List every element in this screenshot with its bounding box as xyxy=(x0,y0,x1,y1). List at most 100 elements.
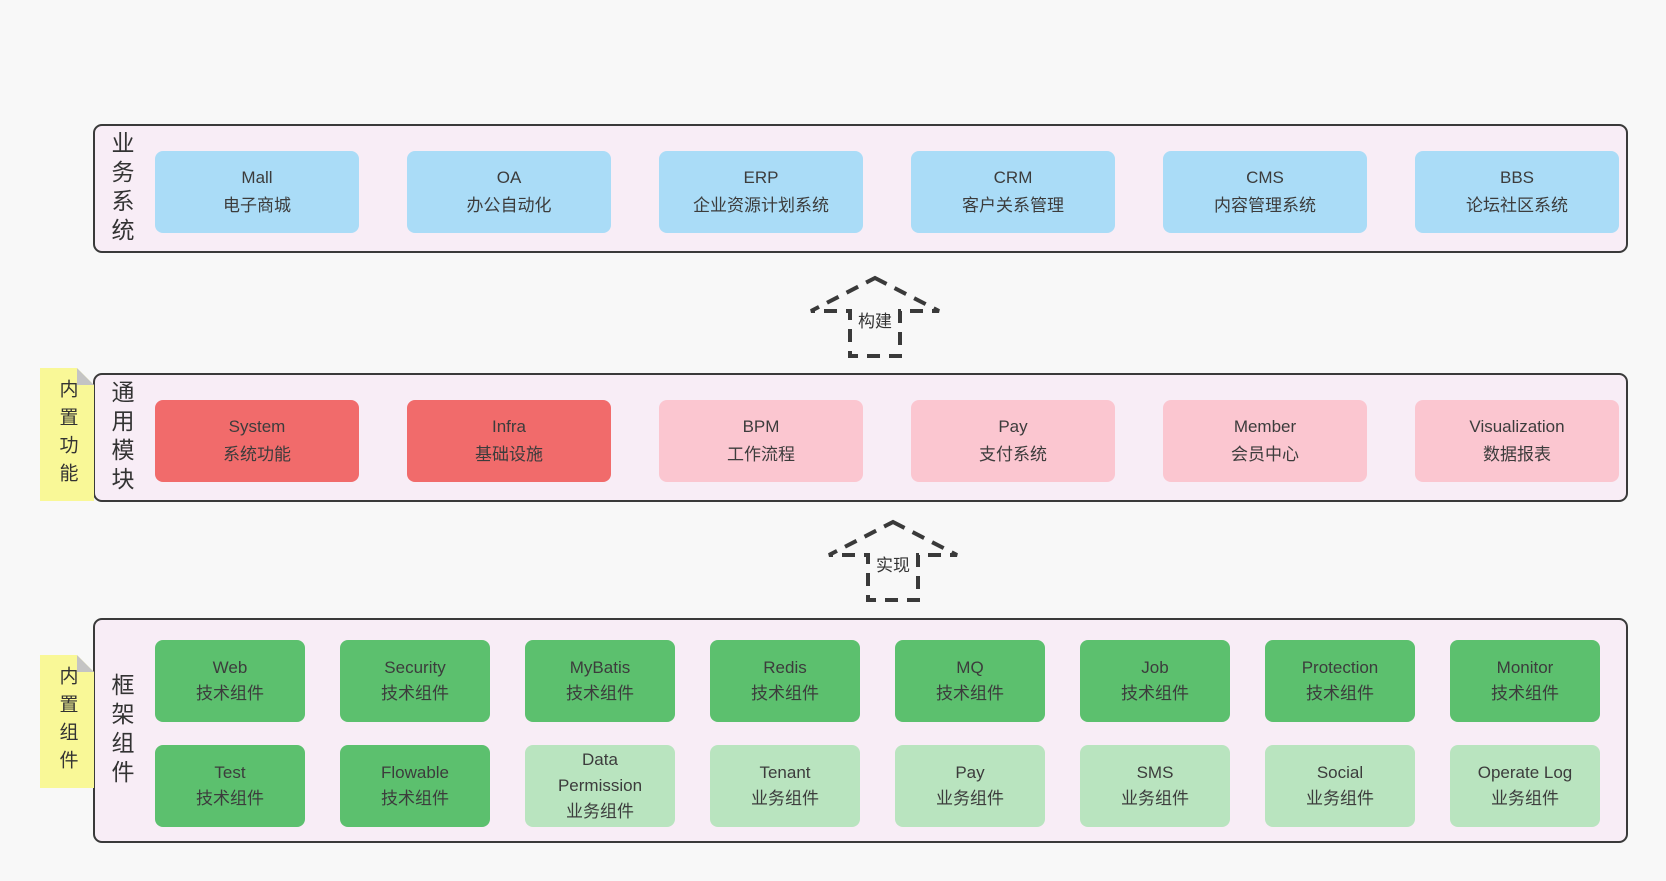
box-subtitle: 技术组件 xyxy=(936,684,1004,703)
box-subtitle: 办公自动化 xyxy=(466,196,552,215)
box-subtitle: 内容管理系统 xyxy=(1214,196,1316,215)
box-subtitle: 技术组件 xyxy=(381,789,449,808)
box-subtitle: 技术组件 xyxy=(1491,684,1559,703)
box-system: System 系统功能 xyxy=(155,400,359,482)
box-subtitle: 业务组件 xyxy=(1306,789,1374,808)
box-title: Job xyxy=(1141,658,1169,677)
layer-modules-side-label: 通用模块 xyxy=(108,379,134,496)
box-subtitle: 支付系统 xyxy=(979,445,1047,464)
box-title: BBS xyxy=(1499,168,1535,187)
box-subtitle: 会员中心 xyxy=(1231,445,1299,464)
box-title: Infra xyxy=(491,417,527,436)
box-title: Visualization xyxy=(1469,417,1565,436)
box-subtitle: 业务组件 xyxy=(566,802,634,821)
box-title: Pay xyxy=(955,763,985,782)
box-subtitle: 业务组件 xyxy=(751,789,819,808)
box-title: Web xyxy=(212,658,248,677)
box-subtitle: 企业资源计划系统 xyxy=(693,196,829,215)
box-subtitle: 技术组件 xyxy=(1121,684,1189,703)
arrow-implement: 实现 xyxy=(826,519,960,603)
box-sms: SMS 业务组件 xyxy=(1080,745,1230,827)
box-title: MQ xyxy=(956,658,984,677)
arrow-build: 构建 xyxy=(808,275,942,359)
box-member: Member 会员中心 xyxy=(1163,400,1367,482)
box-title: Member xyxy=(1233,417,1297,436)
box-oa: OA 办公自动化 xyxy=(407,151,611,233)
box-subtitle: 技术组件 xyxy=(381,684,449,703)
box-infra: Infra 基础设施 xyxy=(407,400,611,482)
components-row-2: Test 技术组件 Flowable 技术组件 Data Permission … xyxy=(155,745,1600,827)
arrow-build-label: 构建 xyxy=(855,307,895,332)
box-title: Flowable xyxy=(380,763,450,782)
box-subtitle: 客户关系管理 xyxy=(962,196,1064,215)
layer-business-systems: 业务系统 Mall 电子商城 OA 办公自动化 ERP 企业资源计划系统 CRM… xyxy=(93,124,1628,253)
sticky-note-built-in-components: 内置组件 xyxy=(40,655,94,788)
box-subtitle: 技术组件 xyxy=(751,684,819,703)
box-title: ERP xyxy=(743,168,779,187)
box-flowable: Flowable 技术组件 xyxy=(340,745,490,827)
box-title: Security xyxy=(384,658,446,677)
box-bbs: BBS 论坛社区系统 xyxy=(1415,151,1619,233)
box-pay: Pay 支付系统 xyxy=(911,400,1115,482)
box-title: Data Permission xyxy=(557,750,643,795)
layer-framework-components: 框架组件 Web 技术组件 Security 技术组件 MyBatis 技术组件… xyxy=(93,618,1628,843)
box-title: BPM xyxy=(742,417,780,436)
box-pay-business: Pay 业务组件 xyxy=(895,745,1045,827)
box-subtitle: 数据报表 xyxy=(1483,445,1551,464)
box-subtitle: 业务组件 xyxy=(1491,789,1559,808)
box-title: SMS xyxy=(1136,763,1174,782)
sticky-note-label: 内置功能 xyxy=(56,378,78,491)
box-web: Web 技术组件 xyxy=(155,640,305,722)
box-subtitle: 系统功能 xyxy=(223,445,291,464)
sticky-note-built-in-features: 内置功能 xyxy=(40,368,94,501)
box-title: Tenant xyxy=(759,763,811,782)
up-arrow-icon xyxy=(810,275,940,358)
layer-business-side-label: 业务系统 xyxy=(108,130,134,247)
box-test: Test 技术组件 xyxy=(155,745,305,827)
box-mybatis: MyBatis 技术组件 xyxy=(525,640,675,722)
box-title: Monitor xyxy=(1496,658,1554,677)
box-mq: MQ 技术组件 xyxy=(895,640,1045,722)
business-boxes-row: Mall 电子商城 OA 办公自动化 ERP 企业资源计划系统 CRM 客户关系… xyxy=(155,151,1619,233)
box-subtitle: 工作流程 xyxy=(727,445,795,464)
box-subtitle: 业务组件 xyxy=(1121,789,1189,808)
box-erp: ERP 企业资源计划系统 xyxy=(659,151,863,233)
modules-boxes-row: System 系统功能 Infra 基础设施 BPM 工作流程 Pay 支付系统… xyxy=(155,400,1619,482)
note-fold-corner-icon xyxy=(77,655,94,672)
box-visualization: Visualization 数据报表 xyxy=(1415,400,1619,482)
box-title: Pay xyxy=(998,417,1028,436)
box-title: OA xyxy=(496,168,522,187)
note-fold-corner-icon xyxy=(77,368,94,385)
box-job: Job 技术组件 xyxy=(1080,640,1230,722)
box-security: Security 技术组件 xyxy=(340,640,490,722)
box-subtitle: 业务组件 xyxy=(936,789,1004,808)
box-protection: Protection 技术组件 xyxy=(1265,640,1415,722)
box-social: Social 业务组件 xyxy=(1265,745,1415,827)
box-crm: CRM 客户关系管理 xyxy=(911,151,1115,233)
sticky-note-label: 内置组件 xyxy=(56,665,78,778)
box-title: Mall xyxy=(241,168,273,187)
up-arrow-icon xyxy=(828,519,958,602)
box-subtitle: 基础设施 xyxy=(475,445,543,464)
box-bpm: BPM 工作流程 xyxy=(659,400,863,482)
layer-components-side-label: 框架组件 xyxy=(108,672,134,789)
box-title: CRM xyxy=(993,168,1033,187)
box-title: System xyxy=(228,417,286,436)
box-subtitle: 论坛社区系统 xyxy=(1466,196,1568,215)
box-title: Test xyxy=(214,763,246,782)
box-monitor: Monitor 技术组件 xyxy=(1450,640,1600,722)
box-subtitle: 技术组件 xyxy=(566,684,634,703)
box-title: MyBatis xyxy=(569,658,631,677)
box-mall: Mall 电子商城 xyxy=(155,151,359,233)
box-data-permission: Data Permission 业务组件 xyxy=(525,745,675,827)
box-subtitle: 技术组件 xyxy=(1306,684,1374,703)
arrow-implement-label: 实现 xyxy=(873,551,913,576)
box-title: Protection xyxy=(1301,658,1379,677)
box-subtitle: 电子商城 xyxy=(223,196,291,215)
box-cms: CMS 内容管理系统 xyxy=(1163,151,1367,233)
box-tenant: Tenant 业务组件 xyxy=(710,745,860,827)
box-subtitle: 技术组件 xyxy=(196,684,264,703)
box-title: Social xyxy=(1316,763,1364,782)
box-subtitle: 技术组件 xyxy=(196,789,264,808)
box-redis: Redis 技术组件 xyxy=(710,640,860,722)
